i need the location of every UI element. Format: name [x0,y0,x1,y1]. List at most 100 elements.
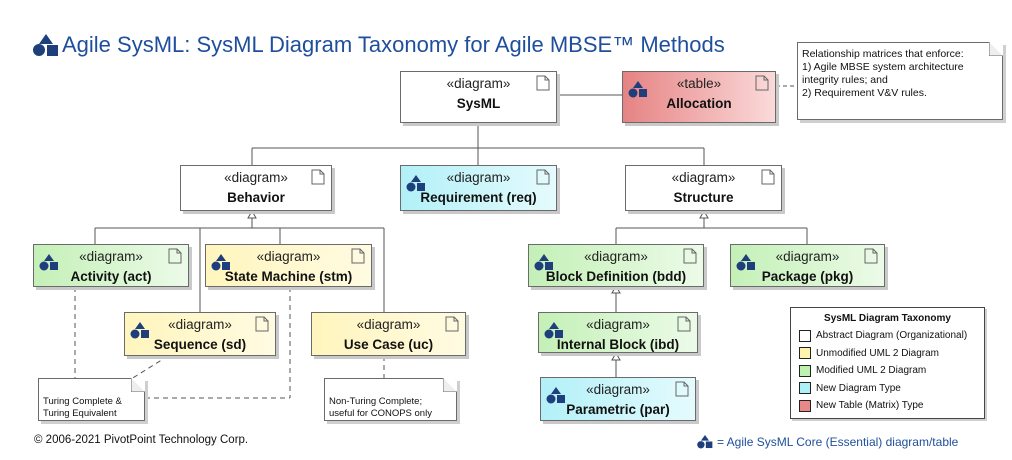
legend-item: Modified UML 2 Diagram [791,362,984,380]
requirement-diagram-box[interactable]: «diagram» Requirement (req) [400,165,557,211]
stereotype-label: «diagram» [671,170,736,185]
turing-complete-note: Turing Complete & Turing Equivalent [38,378,145,421]
stereotype-label: «diagram» [775,249,840,264]
agile-sysml-core-icon [406,175,425,192]
activity-diagram-box[interactable]: «diagram» Activity (act) [33,244,189,287]
stereotype-label: «diagram» [356,317,421,332]
diagram-name: Block Definition (bdd) [545,269,687,284]
note-line: Non-Turing Complete; [329,396,423,407]
non-turing-complete-note: Non-Turing Complete; useful for CONOPS o… [324,378,457,421]
legend-label: New Diagram Type [816,382,901,394]
note-line: integrity rules; and [802,74,888,86]
diagram-name: State Machine (stm) [224,269,353,284]
legend-label: Modified UML 2 Diagram [816,365,927,377]
stereotype-label: «diagram» [79,249,143,264]
folded-corner-icon [131,378,145,392]
agile-sysml-core-icon [628,81,647,98]
note-line: Turing Equivalent [43,408,117,419]
taxonomy-legend: SysML Diagram Taxonomy Abstract Diagram … [790,307,985,419]
parametric-diagram-box[interactable]: «diagram» Parametric (par) [540,377,696,421]
note-line: Turing Complete & [43,396,122,407]
agile-sysml-core-icon [211,254,230,271]
folded-corner-icon [989,42,1003,56]
state-machine-diagram-box[interactable]: «diagram» State Machine (stm) [205,244,372,287]
legend-item: Unmodified UML 2 Diagram [791,345,984,363]
legend-label: Unmodified UML 2 Diagram [816,347,940,359]
legend-swatch [799,364,811,377]
legend-swatch [799,382,811,395]
core-legend-note: = Agile SysML Core (Essential) diagram/t… [696,434,958,449]
legend-swatch [799,329,811,342]
sequence-diagram-box[interactable]: «diagram» Sequence (sd) [124,312,276,356]
agile-sysml-core-icon [736,254,755,271]
document-icon [311,169,325,185]
document-icon [864,248,878,264]
legend-label: Abstract Diagram (Organizational) [816,330,968,342]
diagram-name: Activity (act) [70,269,152,284]
document-icon [683,248,697,264]
diagram-name: Parametric (par) [566,402,670,417]
document-icon [168,248,182,264]
stereotype-label: «diagram» [446,170,511,185]
agile-sysml-core-icon [697,434,713,449]
document-icon [445,316,459,332]
document-icon [536,75,550,91]
document-icon [255,316,269,332]
agile-sysml-core-icon [544,322,563,339]
stereotype-label: «diagram» [584,249,648,264]
document-icon [675,381,689,397]
document-icon [761,169,775,185]
legend-item: New Table (Matrix) Type [791,397,984,415]
page-title: Agile SysML: SysML Diagram Taxonomy for … [32,30,725,60]
note-line: 2) Requirement V&V rules. [802,87,927,99]
stereotype-label: «diagram» [256,249,321,264]
core-legend-text: = Agile SysML Core (Essential) diagram/t… [717,434,959,449]
stereotype-label: «diagram» [446,76,511,91]
diagram-name: Structure [673,190,734,205]
package-diagram-box[interactable]: «diagram» Package (pkg) [730,244,885,287]
document-icon [755,75,769,91]
diagram-name: SysML [456,96,501,111]
document-icon [351,248,365,264]
document-icon [677,316,691,332]
behavior-diagram-box[interactable]: «diagram» Behavior [180,165,332,211]
note-line: useful for CONOPS only [329,408,432,419]
note-line: Relationship matrices that enforce: [802,48,964,60]
legend-swatch [799,347,811,360]
stereotype-label: «diagram» [586,382,650,397]
diagram-name: Package (pkg) [761,269,854,284]
legend-swatch [799,399,811,412]
stereotype-label: «table» [676,76,722,91]
diagram-name: Behavior [227,190,285,205]
folded-corner-icon [443,378,457,392]
allocation-note: Relationship matrices that enforce: 1) A… [797,42,1003,120]
note-line: 1) Agile MBSE system architecture [802,61,964,73]
sysml-diagram-box[interactable]: «diagram» SysML [400,71,557,123]
legend-title: SysML Diagram Taxonomy [824,313,951,324]
diagram-name: Requirement (req) [420,190,537,205]
block-definition-diagram-box[interactable]: «diagram» Block Definition (bdd) [528,244,704,287]
diagram-name: Sequence (sd) [153,337,247,352]
agile-sysml-core-icon [33,34,58,56]
document-icon [536,169,550,185]
agile-sysml-core-icon [546,387,565,404]
allocation-table-box[interactable]: «table» Allocation [622,71,776,123]
internal-block-diagram-box[interactable]: «diagram» Internal Block (ibd) [538,312,698,353]
structure-diagram-box[interactable]: «diagram» Structure [625,165,782,211]
legend-label: New Table (Matrix) Type [816,400,924,412]
agile-sysml-core-icon [534,254,553,271]
agile-sysml-core-icon [39,254,58,271]
diagram-name: Use Case (uc) [343,337,434,352]
diagram-name: Allocation [666,96,732,111]
copyright-text: © 2006-2021 PivotPoint Technology Corp. [34,434,249,446]
stereotype-label: «diagram» [224,170,288,185]
agile-sysml-core-icon [130,322,149,339]
legend-item: New Diagram Type [791,380,984,398]
page-title-text: Agile SysML: SysML Diagram Taxonomy for … [62,32,725,57]
diagram-name: Internal Block (ibd) [556,337,680,352]
use-case-diagram-box[interactable]: «diagram» Use Case (uc) [311,312,466,356]
stereotype-label: «diagram» [586,317,650,332]
legend-item: Abstract Diagram (Organizational) [791,327,984,345]
stereotype-label: «diagram» [168,317,232,332]
